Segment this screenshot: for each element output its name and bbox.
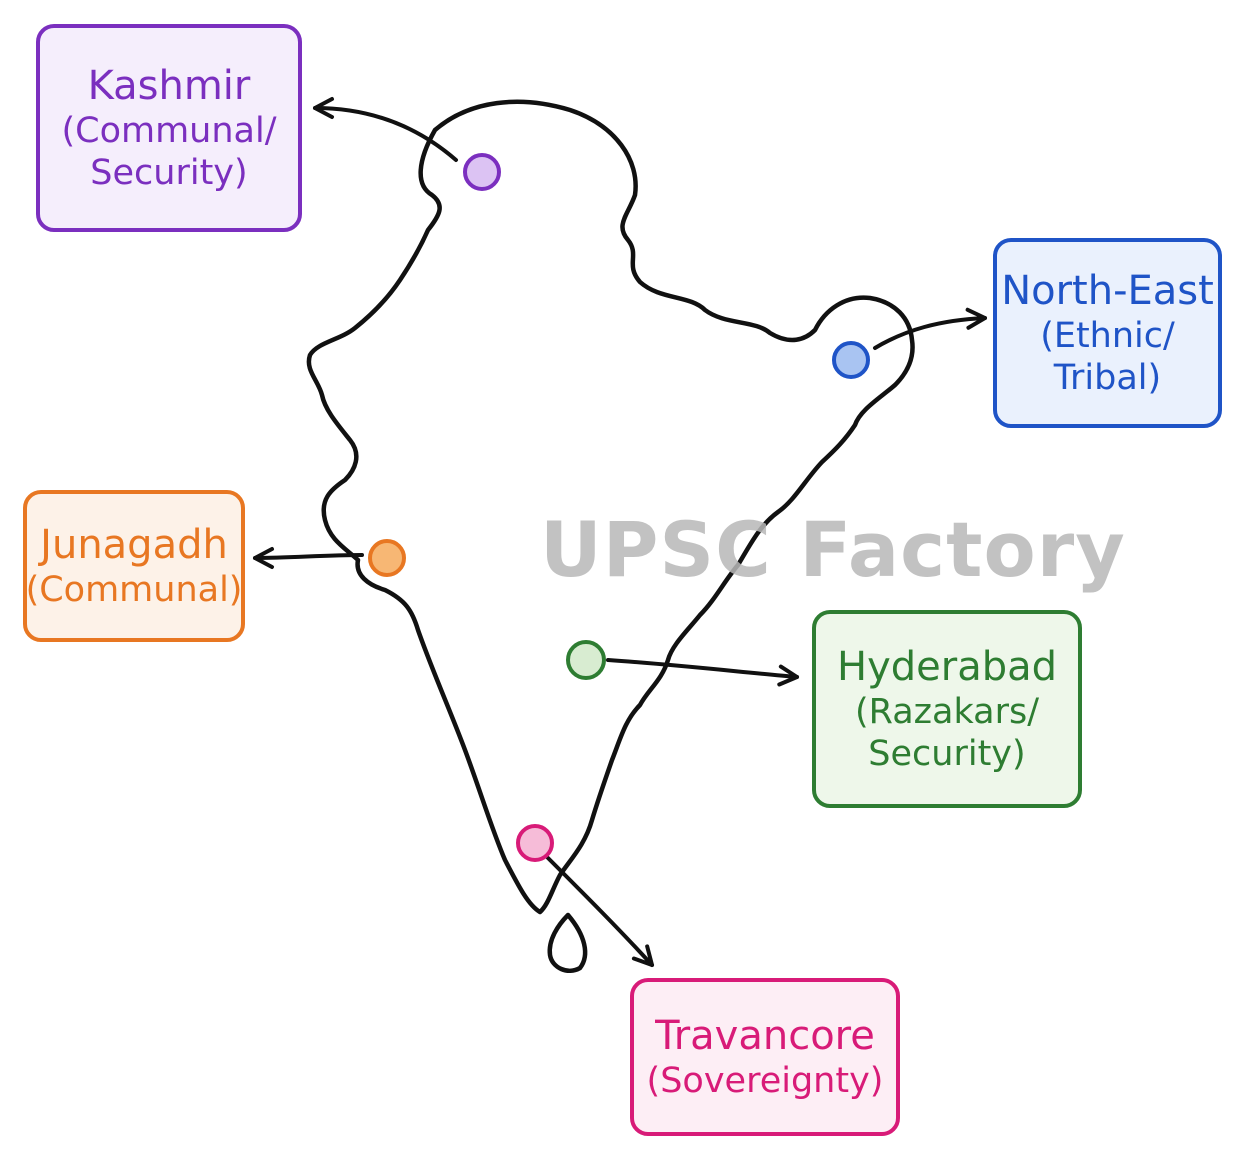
travancore-title: Travancore: [655, 1013, 875, 1059]
arrow-travancore: [546, 856, 654, 967]
arrow-junagadh: [253, 546, 364, 569]
kashmir-subtitle-line-2: Security): [90, 153, 248, 193]
northeast-subtitle-line-1: (Ethnic/: [1040, 316, 1175, 356]
hyderabad-title: Hyderabad: [837, 644, 1057, 690]
kashmir-label-box: Kashmir (Communal/ Security): [36, 24, 302, 232]
hyderabad-label-box: Hyderabad (Razakars/ Security): [812, 610, 1082, 808]
india-map-outline: [306, 99, 915, 915]
junagadh-subtitle-line-1: (Communal): [25, 570, 243, 610]
northeast-marker-dot: [832, 341, 870, 379]
sri-lanka-outline: [547, 912, 588, 973]
junagadh-label-box: Junagadh (Communal): [23, 490, 245, 642]
arrow-northeast: [873, 307, 987, 350]
junagadh-marker-dot: [368, 539, 406, 577]
travancore-subtitle-line-1: (Sovereignty): [646, 1061, 884, 1101]
northeast-label-box: North-East (Ethnic/ Tribal): [993, 238, 1222, 428]
kashmir-title: Kashmir: [87, 63, 251, 109]
arrow-hyderabad: [606, 658, 799, 687]
watermark-text: UPSC Factory: [540, 505, 1126, 594]
arrow-kashmir: [313, 97, 458, 162]
kashmir-marker-dot: [463, 153, 501, 191]
kashmir-subtitle-line-1: (Communal/: [61, 111, 277, 151]
northeast-title: North-East: [1001, 268, 1214, 314]
travancore-label-box: Travancore (Sovereignty): [630, 978, 900, 1136]
junagadh-title: Junagadh: [40, 522, 228, 568]
hyderabad-subtitle-line-2: Security): [868, 734, 1026, 774]
northeast-subtitle-line-2: Tribal): [1053, 358, 1162, 398]
hyderabad-marker-dot: [566, 640, 606, 680]
hyderabad-subtitle-line-1: (Razakars/: [855, 692, 1039, 732]
travancore-marker-dot: [516, 824, 554, 862]
